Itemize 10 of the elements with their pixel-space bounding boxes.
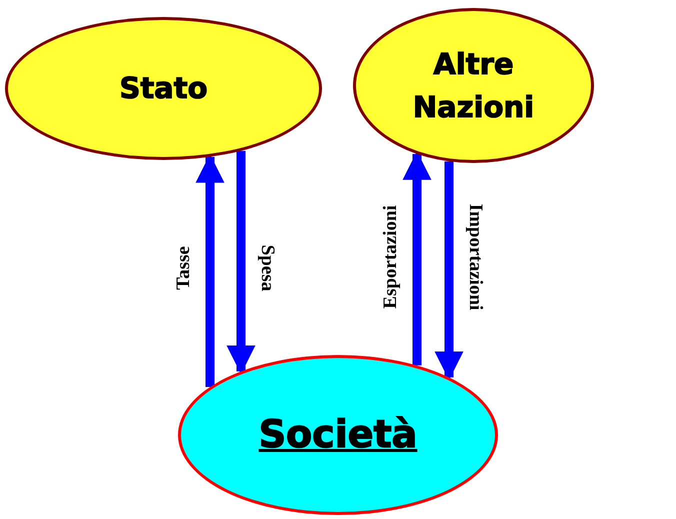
arrow [226,150,256,374]
node-label: Altre Nazioni [412,46,536,126]
edge-label: Tasse [173,246,195,290]
node-label: Società [258,411,418,458]
edge-label: Esportazioni [380,205,402,309]
node-label: Stato [119,70,208,108]
edge-label: Importazioni [464,204,486,310]
arrow [434,161,464,380]
arrow [402,151,432,366]
edge-label: Spesa [256,244,278,292]
